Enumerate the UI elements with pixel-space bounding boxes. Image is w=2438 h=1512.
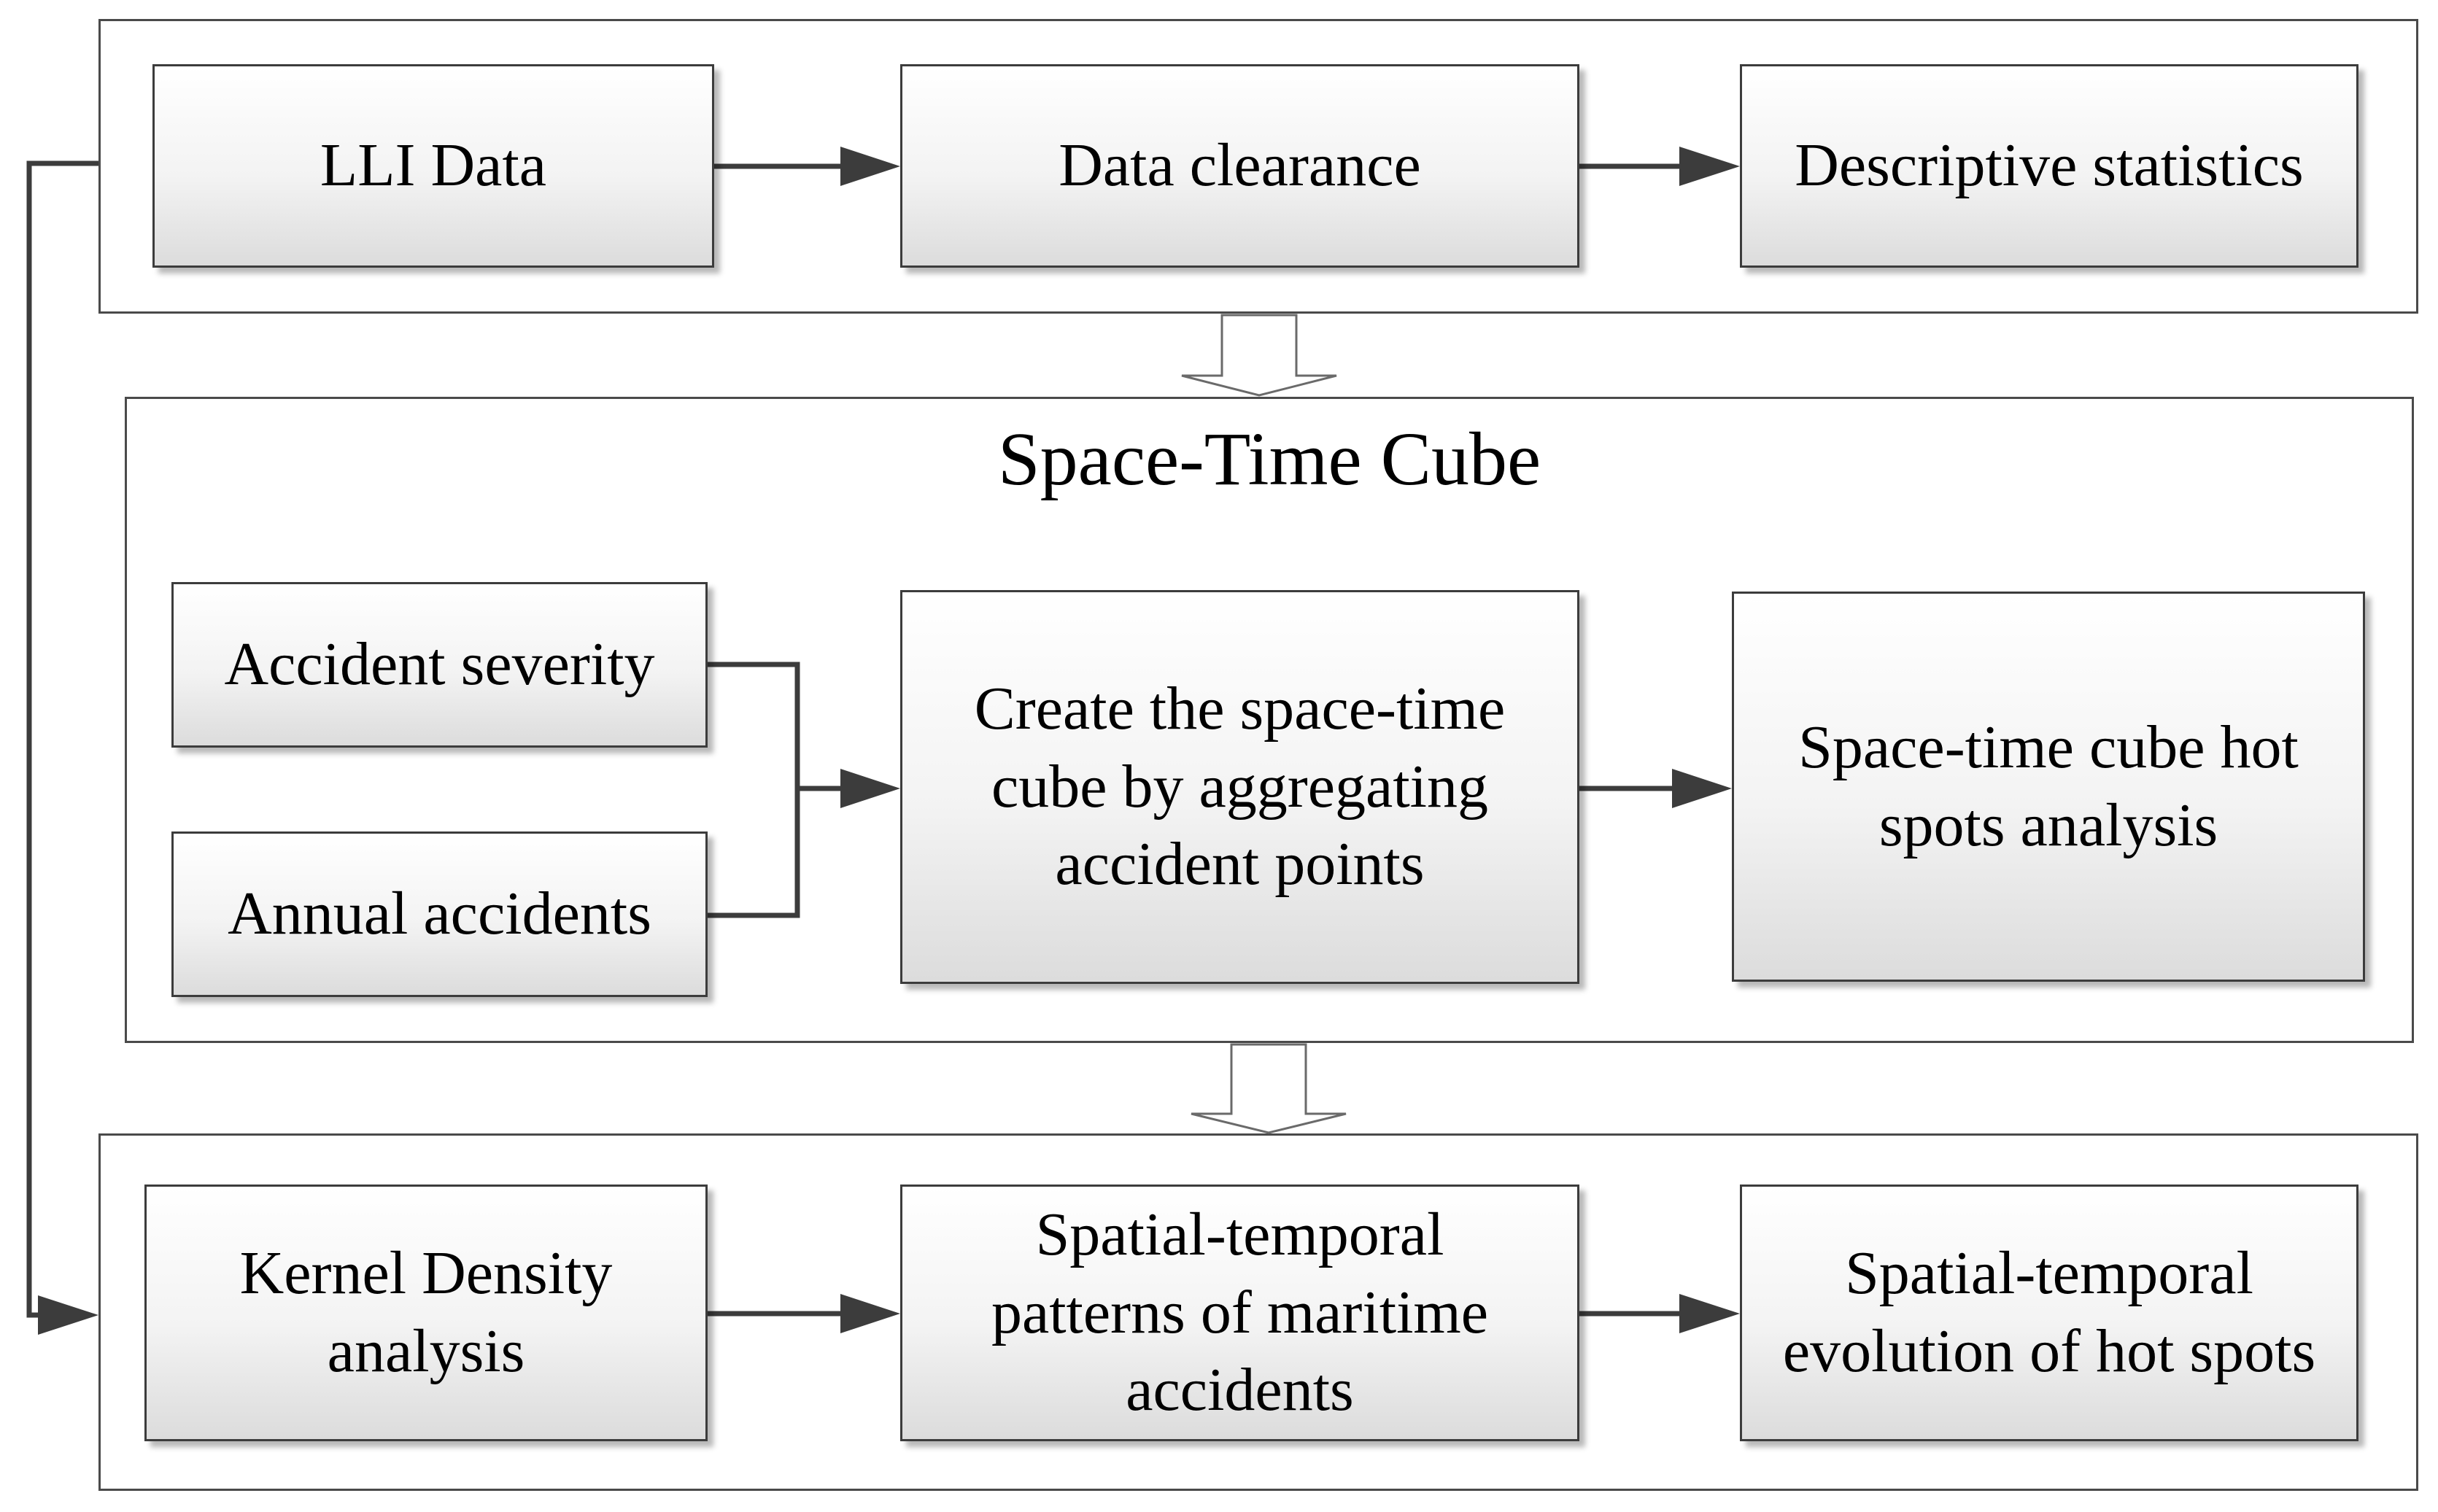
spatial-temporal-evolution-label: Spatial-temporal evolution of hot spots <box>1782 1239 2316 1385</box>
space-time-cube-title: Space-Time Cube <box>997 417 1541 501</box>
kernel-density-label: Kernel Density analysis <box>239 1239 613 1385</box>
lli-data-label: LLI Data <box>320 131 547 200</box>
lli-data-box: LLI Data <box>152 64 714 268</box>
descriptive-statistics-box: Descriptive statistics <box>1740 64 2358 268</box>
annual-accidents-box: Annual accidents <box>171 831 708 997</box>
kernel-density-box: Kernel Density analysis <box>144 1185 708 1441</box>
bypass-arrow-top-to-bottom <box>26 160 98 1335</box>
accident-severity-box: Accident severity <box>171 582 708 748</box>
spatial-temporal-patterns-label: Spatial-temporal patterns of maritime ac… <box>991 1200 1489 1424</box>
spatial-temporal-patterns-box: Spatial-temporal patterns of maritime ac… <box>900 1185 1579 1441</box>
hot-spots-analysis-box: Space-time cube hot spots analysis <box>1732 592 2365 982</box>
data-clearance-label: Data clearance <box>1059 131 1421 200</box>
create-cube-box: Create the space-time cube by aggregatin… <box>900 590 1579 984</box>
block-arrow-top-to-middle <box>1181 314 1337 397</box>
descriptive-statistics-label: Descriptive statistics <box>1795 131 2304 200</box>
annual-accidents-label: Annual accidents <box>228 880 651 948</box>
spatial-temporal-evolution-box: Spatial-temporal evolution of hot spots <box>1740 1185 2358 1441</box>
block-arrow-middle-to-bottom <box>1191 1043 1347 1134</box>
create-cube-label: Create the space-time cube by aggregatin… <box>974 674 1506 899</box>
hot-spots-analysis-label: Space-time cube hot spots analysis <box>1798 713 2299 859</box>
accident-severity-label: Accident severity <box>224 630 655 699</box>
data-clearance-box: Data clearance <box>900 64 1579 268</box>
